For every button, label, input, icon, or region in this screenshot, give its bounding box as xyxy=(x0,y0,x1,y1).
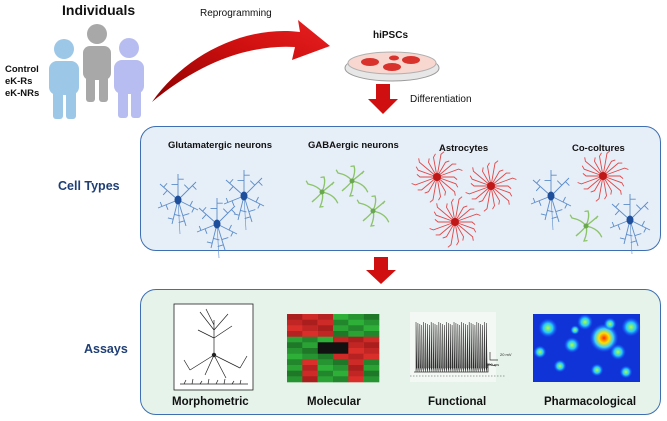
assay-morphometric: Morphometric xyxy=(172,396,249,408)
glutamatergic-neuron xyxy=(223,170,265,231)
assay-functional: Functional xyxy=(428,396,487,408)
astrocyte xyxy=(411,151,463,203)
group-ek-rs: eK-Rs xyxy=(5,76,33,87)
cell-type-gabaergic: GABAergic neurons xyxy=(308,140,399,151)
glutamatergic-neuron xyxy=(196,198,238,259)
gabaergic-neuron xyxy=(305,176,339,208)
calcium-imaging-icon xyxy=(533,314,641,382)
gabaergic-neuron xyxy=(356,195,390,227)
voltage-scale-label: 20 mV xyxy=(500,352,512,357)
group-control: Control xyxy=(5,64,39,75)
group-ek-nrs: eK-NRs xyxy=(5,88,40,99)
cell-types-panel xyxy=(140,126,661,251)
gabaergic-neuron xyxy=(335,165,369,197)
cell-type-glutamatergic: Glutamatergic neurons xyxy=(168,140,272,151)
cell-type-cocultures: Co-coltures xyxy=(572,143,625,154)
co-culture-neuron xyxy=(609,194,651,255)
reprogramming-label: Reprogramming xyxy=(200,8,272,19)
astrocyte xyxy=(465,160,517,212)
hipsc-label: hiPSCs xyxy=(373,30,409,41)
cell-types-label: Cell Types xyxy=(58,179,120,193)
neuron-tracing-icon xyxy=(173,303,254,391)
electrophysiology-trace-icon: 20 mV 500 ms xyxy=(410,312,512,382)
co-culture-astrocyte xyxy=(577,150,629,202)
glutamatergic-neuron xyxy=(157,174,199,235)
co-culture-neuron xyxy=(530,170,572,231)
cell-type-astrocytes: Astrocytes xyxy=(439,143,489,154)
co-culture-gabaergic xyxy=(569,210,603,242)
individuals-title: Individuals xyxy=(62,2,136,18)
time-scale-label: 500 ms xyxy=(486,362,499,367)
heatmap-icon xyxy=(287,314,380,383)
differentiation-label: Differentiation xyxy=(410,94,472,105)
assay-molecular: Molecular xyxy=(307,396,361,408)
astrocyte xyxy=(429,196,481,248)
assay-pharmacological: Pharmacological xyxy=(544,396,637,408)
assays-label: Assays xyxy=(84,342,128,356)
